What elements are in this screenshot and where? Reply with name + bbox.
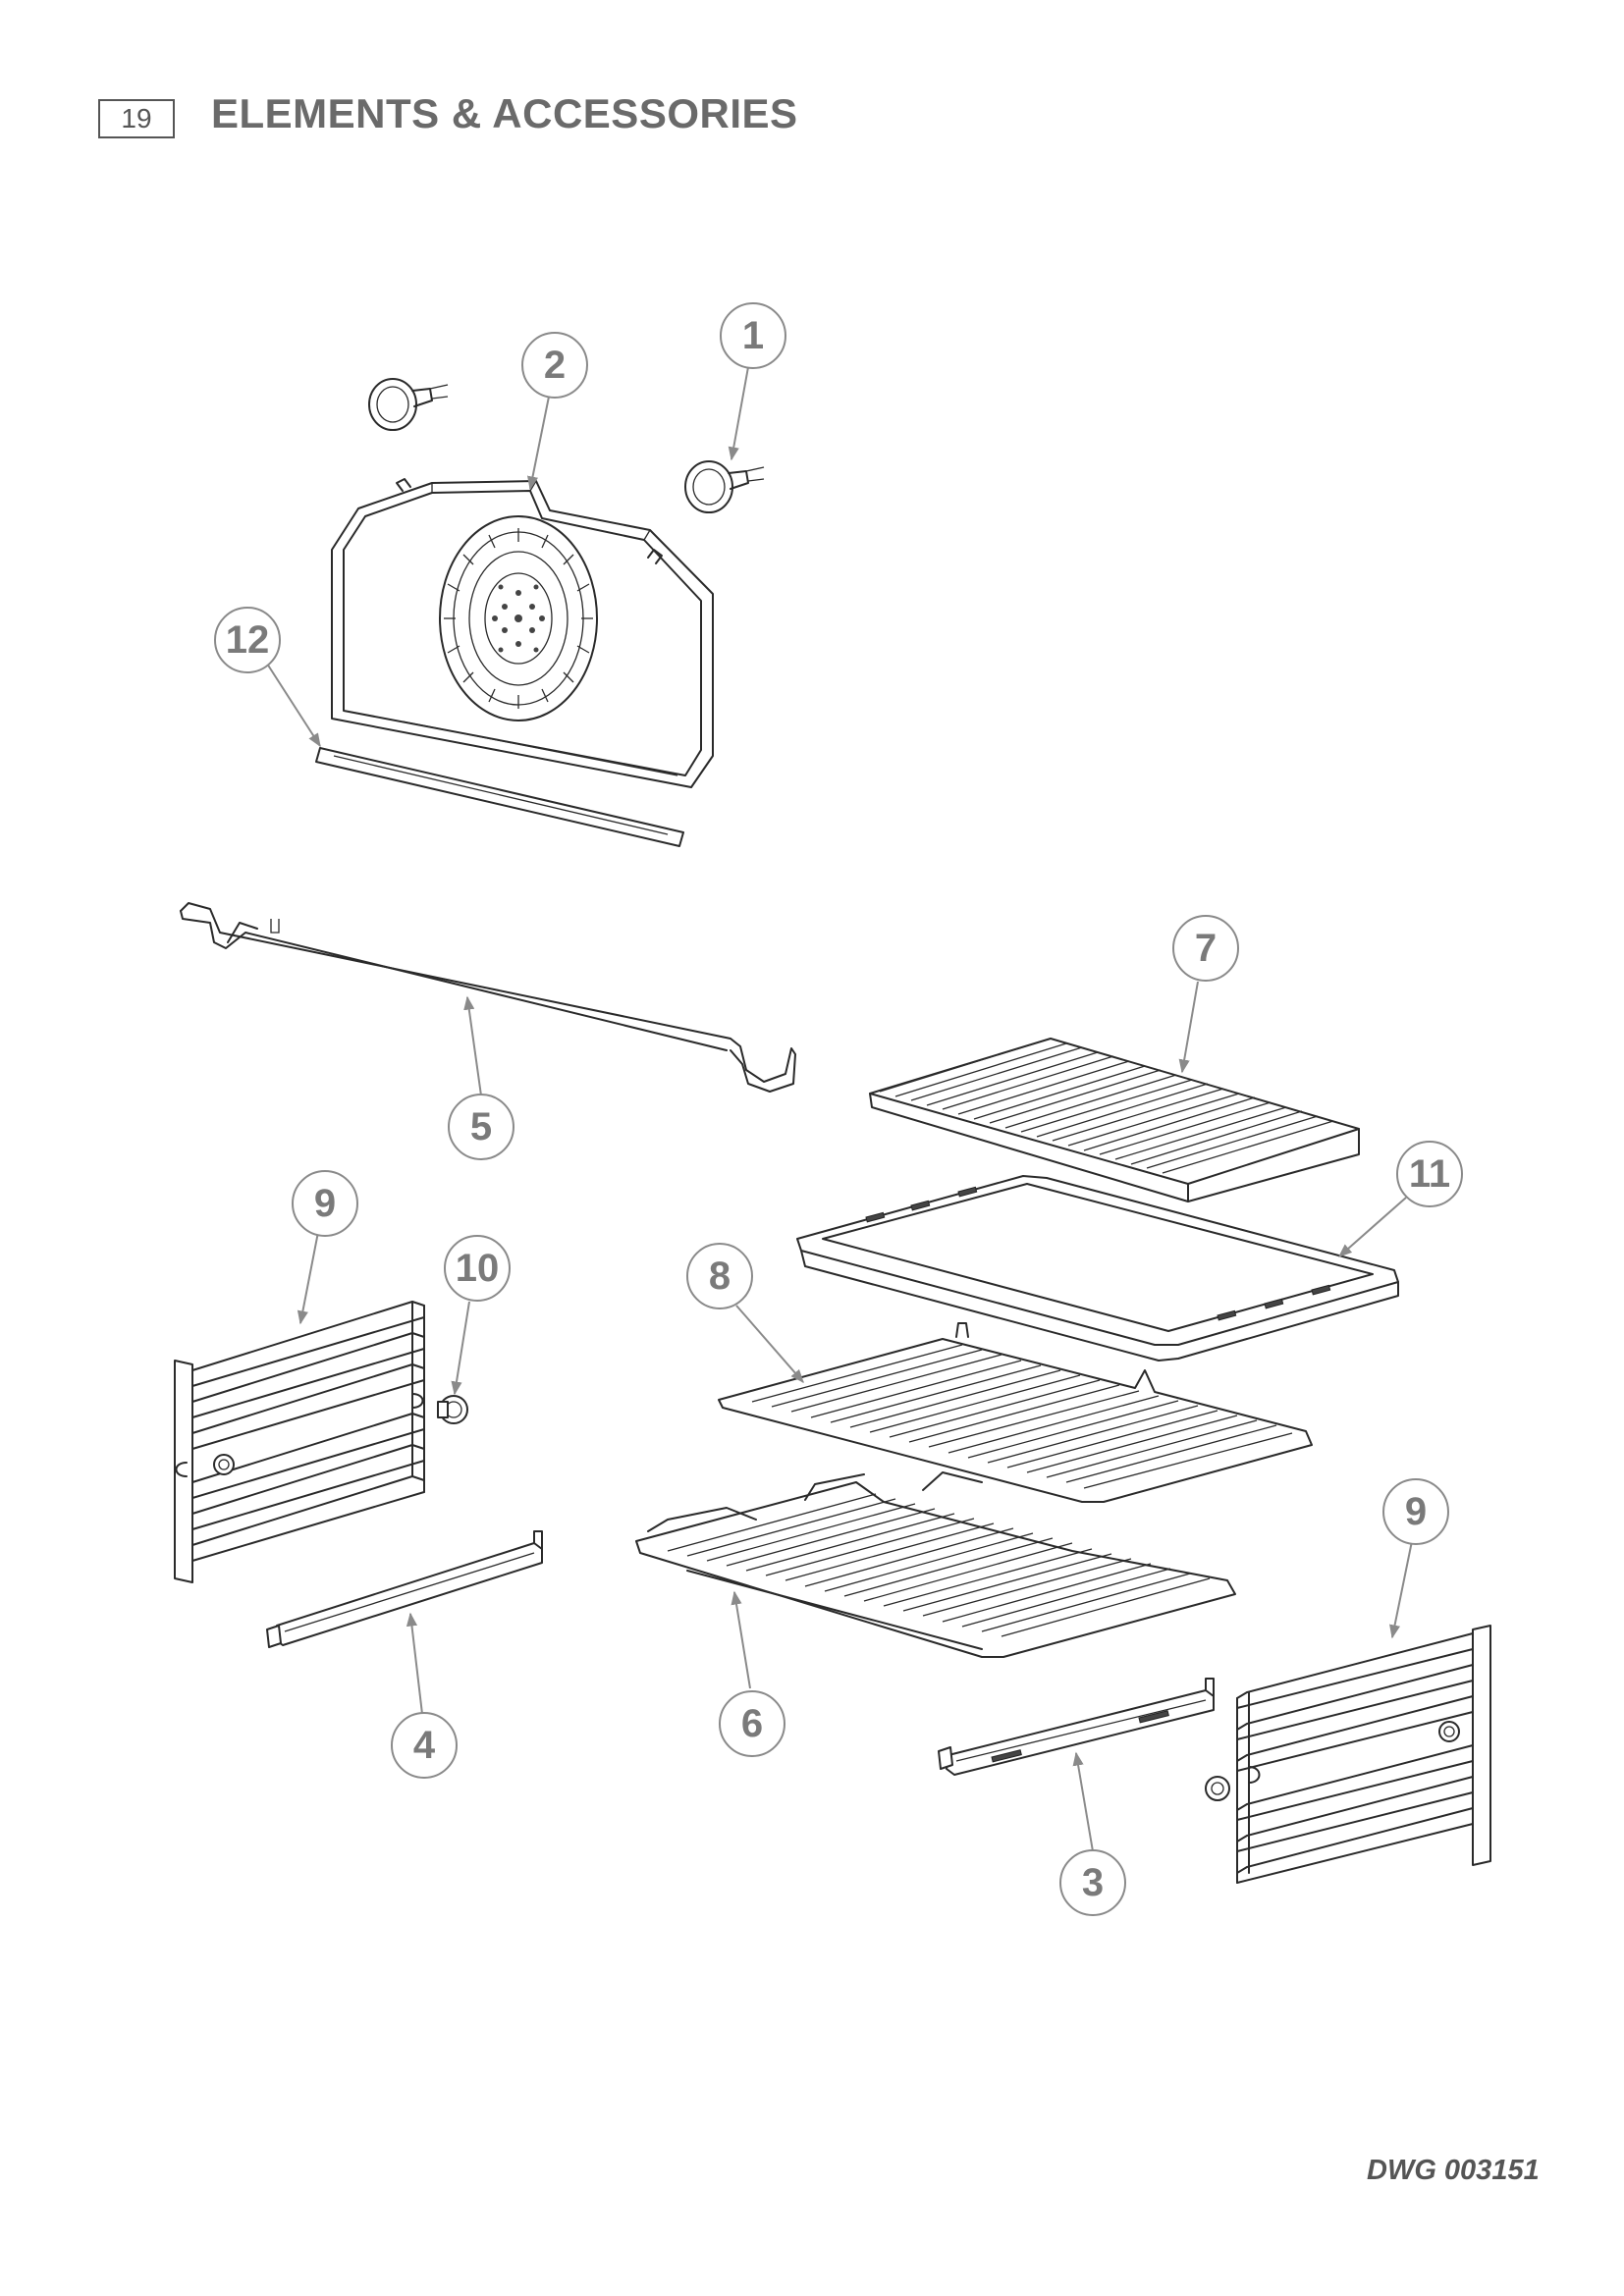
leader-1: [728, 366, 749, 461]
svg-text:12: 12: [226, 618, 270, 662]
leader-9-right: [1389, 1540, 1413, 1639]
leader-2: [527, 396, 550, 491]
leader-8: [735, 1305, 804, 1384]
svg-text:1: 1: [742, 314, 764, 357]
svg-text:3: 3: [1082, 1861, 1104, 1904]
leader-12: [266, 663, 321, 748]
callout-8: 8: [686, 1243, 753, 1309]
leader-4: [406, 1612, 423, 1715]
fan-cover-rail: [315, 747, 684, 847]
svg-text:6: 6: [741, 1702, 763, 1745]
leader-11: [1337, 1197, 1407, 1257]
callout-1: 1: [720, 302, 786, 369]
leader-9-left: [297, 1226, 320, 1325]
callout-12: 12: [214, 607, 281, 673]
svg-text:10: 10: [456, 1247, 500, 1290]
svg-text:9: 9: [1405, 1490, 1427, 1533]
runner-bush-right: [1205, 1776, 1230, 1801]
leader-lines: [266, 366, 1413, 1852]
grill-rack: [869, 1038, 1360, 1202]
svg-text:7: 7: [1195, 927, 1217, 970]
page-title: ELEMENTS & ACCESSORIES: [211, 90, 798, 136]
wire-shelf: [718, 1322, 1313, 1503]
callout-10: 10: [444, 1235, 511, 1302]
callout-2: 2: [521, 332, 588, 399]
callout-7: 7: [1172, 915, 1239, 982]
svg-text:8: 8: [709, 1255, 731, 1298]
callout-6: 6: [719, 1690, 785, 1757]
shelf-runner-right: [1205, 1625, 1491, 1884]
runner-pin: [213, 1454, 235, 1475]
callout-11: 11: [1396, 1141, 1463, 1207]
callout-9-left: 9: [292, 1170, 358, 1237]
fan-cover-panel: [331, 478, 714, 788]
svg-text:2: 2: [544, 344, 566, 387]
svg-text:9: 9: [314, 1182, 336, 1225]
callout-9-right: 9: [1382, 1478, 1449, 1545]
runner-pin-right: [1438, 1721, 1460, 1742]
leader-6: [731, 1590, 751, 1689]
runner-fixing-bush: [437, 1395, 468, 1424]
svg-text:11: 11: [1409, 1152, 1450, 1196]
baking-tray: [796, 1175, 1399, 1362]
callout-3: 3: [1059, 1849, 1126, 1916]
page-number: 19: [98, 99, 175, 138]
oven-lamp-left: [368, 378, 449, 431]
svg-text:5: 5: [470, 1105, 492, 1148]
telescopic-slide-right: [938, 1678, 1215, 1776]
leader-7: [1178, 981, 1199, 1074]
callout-5: 5: [448, 1094, 514, 1160]
drawing-number: DWG 003151: [1367, 2155, 1540, 2186]
oven-lamp-right: [684, 460, 765, 513]
shelf-runner-left: [174, 1301, 425, 1583]
svg-text:4: 4: [413, 1724, 436, 1767]
leader-3: [1072, 1751, 1094, 1852]
leader-10: [451, 1301, 470, 1396]
deep-wire-shelf: [635, 1471, 1236, 1658]
grill-element: [180, 902, 796, 1093]
telescopic-slide-left: [266, 1530, 543, 1648]
leader-5: [463, 995, 482, 1096]
callout-4: 4: [391, 1712, 458, 1779]
